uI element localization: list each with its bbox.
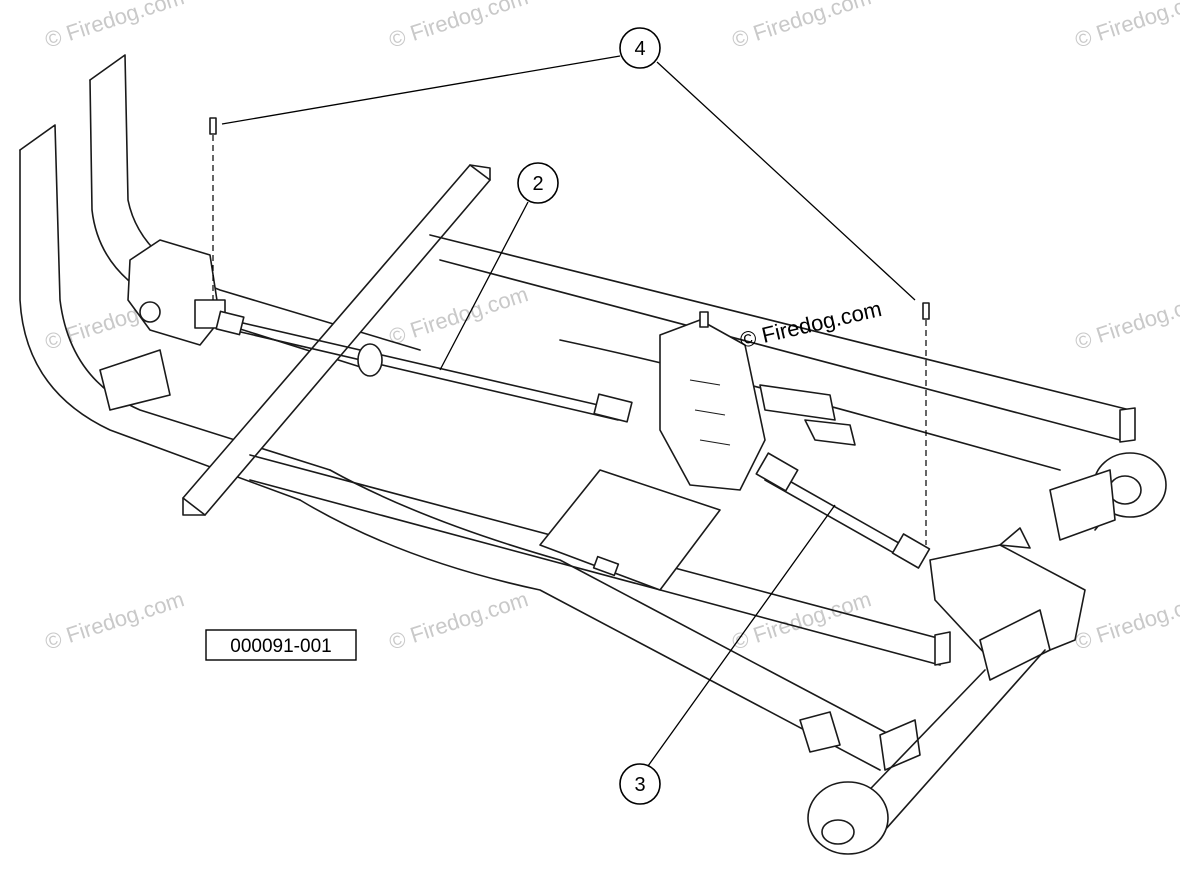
rear-frame-rails [19, 54, 421, 501]
figure-number-box: 000091-001 [205, 629, 357, 661]
watermark: © Firedog.com [729, 0, 874, 53]
watermark: © Firedog.com [386, 0, 531, 53]
center-plate [539, 469, 721, 591]
watermark: © Firedog.com [1072, 286, 1180, 354]
watermark: © Firedog.com [1072, 586, 1180, 654]
center-transmission [659, 311, 856, 491]
front-gearbox [127, 239, 226, 346]
watermark: © Firedog.com [729, 586, 874, 654]
callout-label: 3 [634, 774, 645, 796]
pin-indicators [209, 117, 930, 545]
watermark: © Firedog.com [42, 586, 187, 654]
cross-member [182, 164, 491, 516]
figure-number: 000091-001 [230, 636, 331, 657]
watermark: © Firedog.com [386, 281, 531, 349]
callout-label: 2 [532, 173, 543, 195]
watermark: © Firedog.com [386, 586, 531, 654]
watermark: © Firedog.com [1072, 0, 1180, 53]
watermark: © Firedog.com [42, 0, 187, 53]
callout-3: 3 [619, 504, 836, 805]
center-watermark: © Firedog.com [738, 296, 885, 353]
callout-2: 2 [439, 162, 559, 371]
rear-axle-assembly [799, 452, 1167, 855]
drive-shaft-2 [215, 310, 633, 423]
callout-4: 4 [221, 27, 916, 301]
callout-label: 4 [634, 38, 645, 60]
drive-shaft-3 [755, 452, 931, 569]
